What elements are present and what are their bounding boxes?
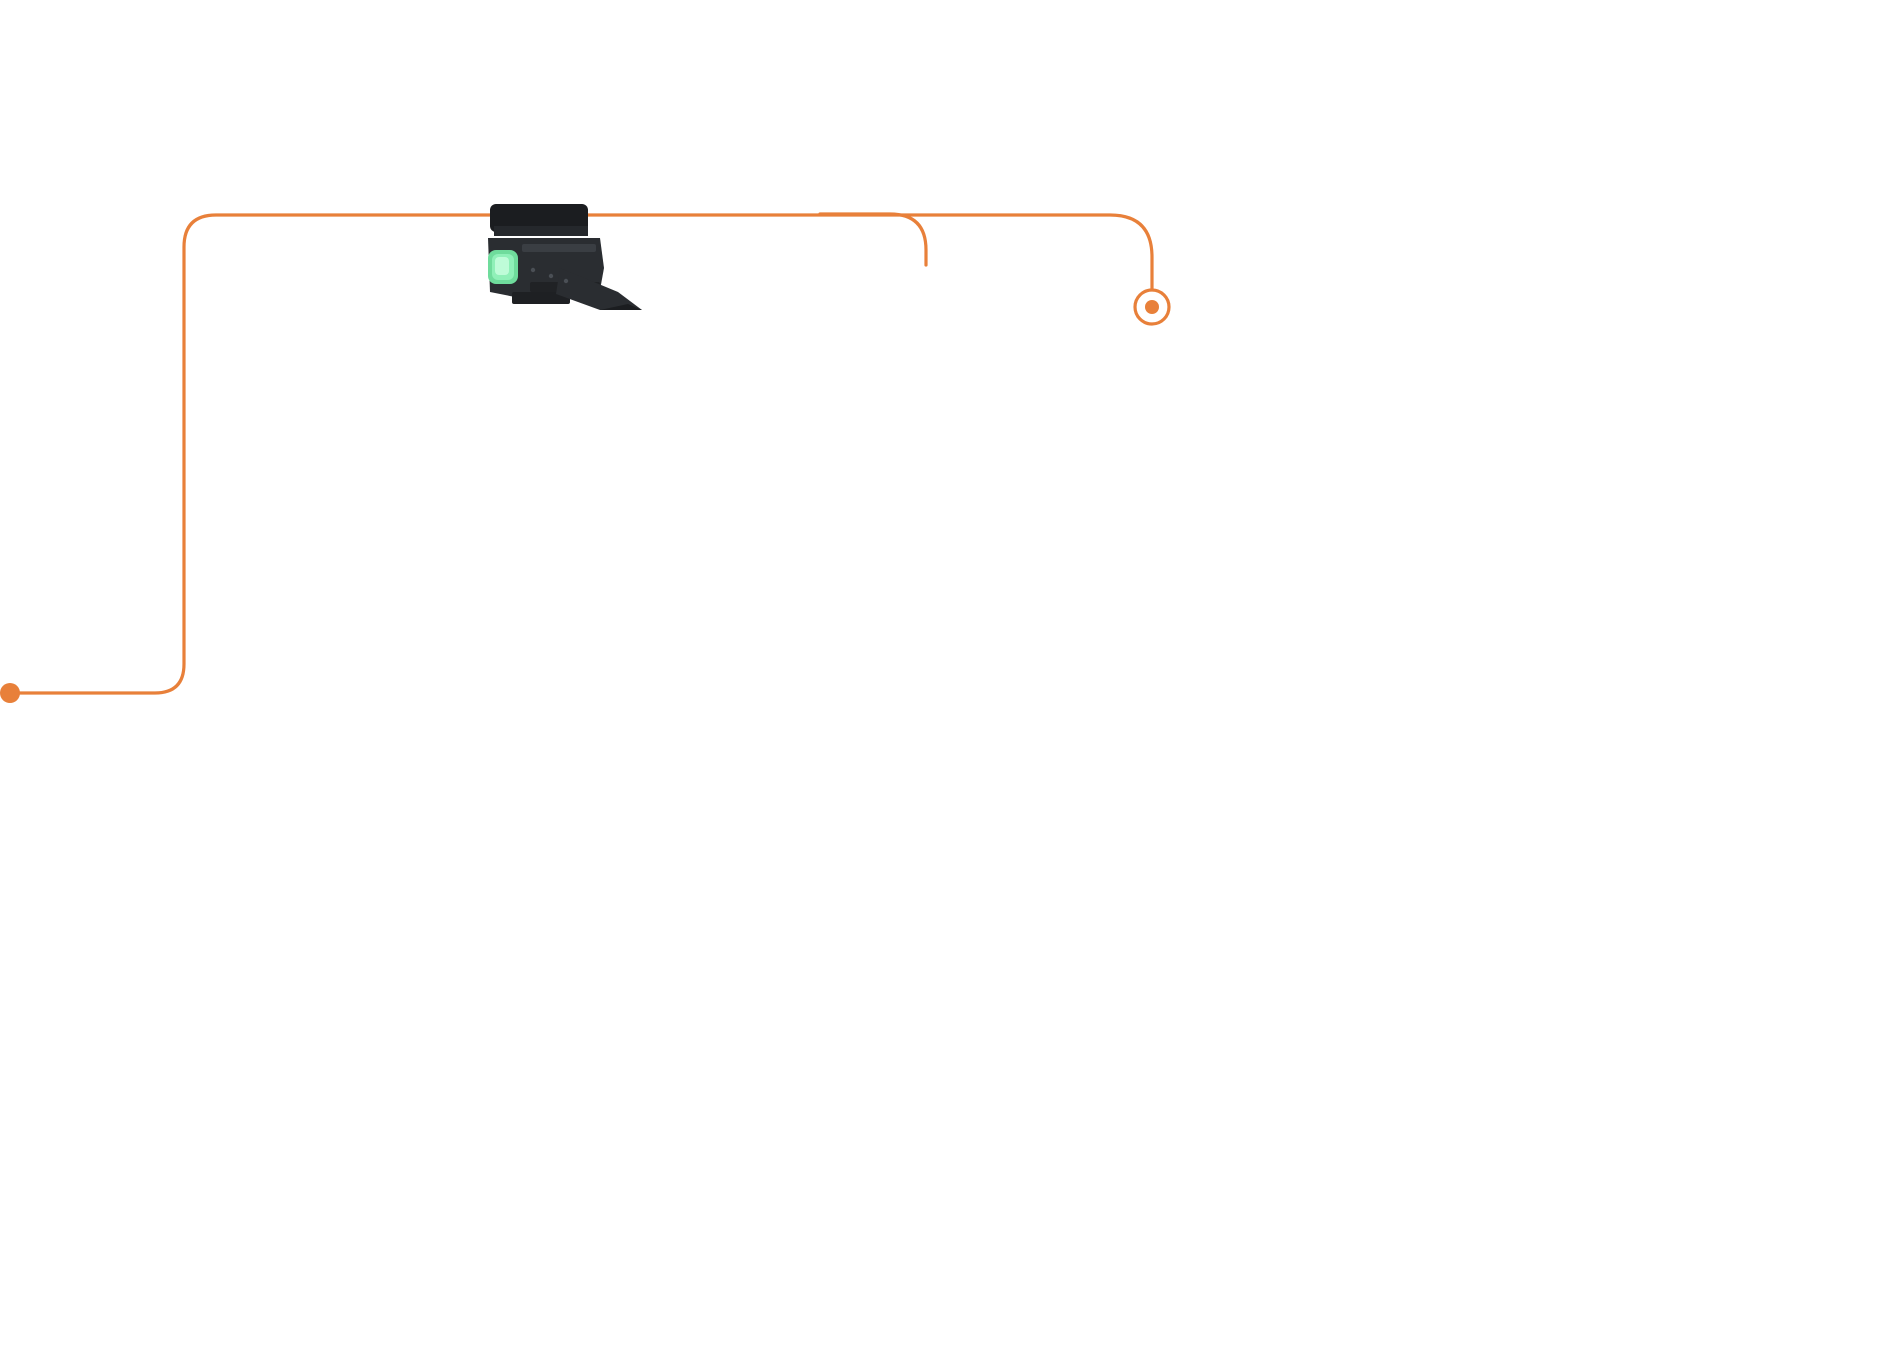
left-connector-line	[8, 213, 492, 695]
device-sensor-icon	[488, 204, 642, 310]
status-light-icon	[488, 250, 518, 284]
top-connector-line	[586, 213, 1154, 298]
filled-dot-icon	[0, 683, 20, 703]
middle-connector-line	[818, 212, 928, 267]
ring-target-icon	[1133, 288, 1171, 326]
